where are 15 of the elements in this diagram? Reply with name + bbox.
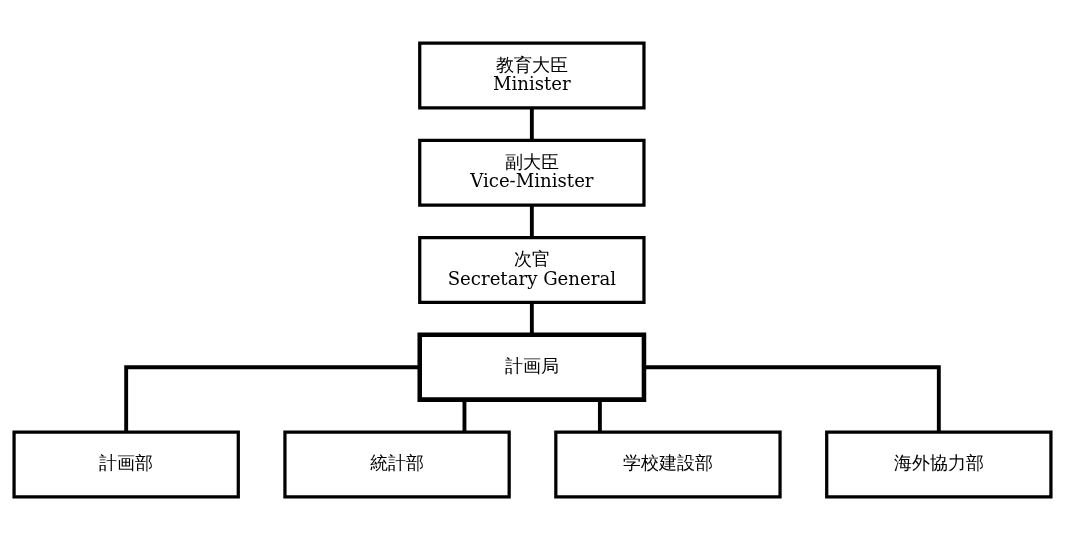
node-box: 教育大臣 Minister: [418, 41, 646, 110]
node-box: 計画部: [12, 429, 240, 498]
node-box: 副大臣 Vice-Minister: [418, 138, 646, 207]
node-box: 統計部: [283, 429, 511, 498]
node-box: 計画局: [417, 332, 647, 402]
connector: [597, 399, 602, 432]
connector: [644, 364, 941, 431]
node-box: 海外協力部: [825, 429, 1053, 498]
connector: [529, 205, 534, 237]
node-box: 次官 Secretary General: [418, 235, 646, 304]
node-box: 学校建設部: [554, 429, 782, 498]
connector: [462, 399, 467, 432]
connector: [124, 364, 420, 431]
connector: [529, 108, 534, 140]
connector: [529, 302, 534, 335]
